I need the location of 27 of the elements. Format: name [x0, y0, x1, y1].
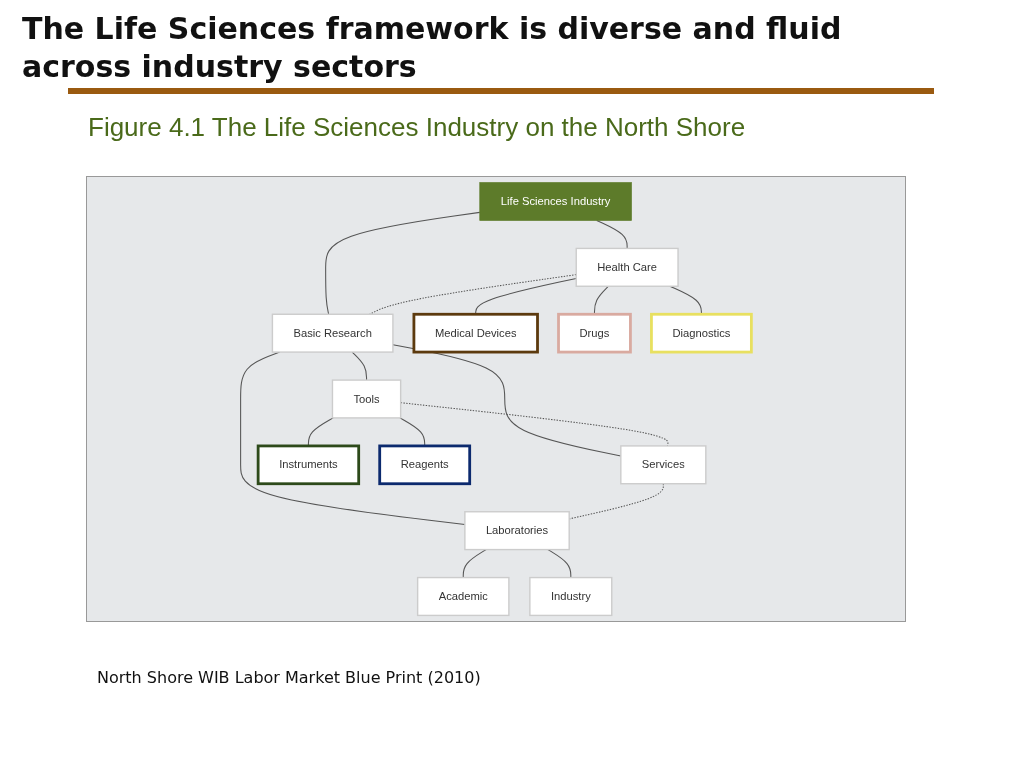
- node-box: [331, 379, 402, 419]
- node-box: [529, 576, 613, 617]
- figure-heading: Figure 4.1 The Life Sciences Industry on the North Shore: [88, 112, 746, 143]
- connector: [369, 274, 577, 315]
- node-box: [416, 576, 510, 617]
- source-caption: North Shore WIB Labor Market Blue Print (2010): [97, 668, 481, 687]
- connector: [593, 285, 609, 315]
- connector: [475, 277, 577, 315]
- connector: [669, 285, 702, 315]
- node-box: [620, 445, 707, 485]
- connector: [462, 549, 487, 579]
- connector: [547, 549, 572, 579]
- node-box: [271, 313, 394, 353]
- node-box: [575, 247, 679, 287]
- node-box: [479, 182, 632, 221]
- node-box: [557, 312, 632, 354]
- connector: [325, 211, 481, 315]
- connector: [400, 402, 669, 447]
- node-box: [650, 312, 753, 354]
- connector: [596, 219, 628, 249]
- slide-title: The Life Sciences framework is diverse and fluid across industry sectors: [22, 10, 843, 85]
- figure-panel: Life Sciences Industry Health Care Basic Research Medical Devices Drugs Diagnostics Tools Services Laboratories Instruments Reagents Academic Industry: [86, 176, 906, 622]
- node-box: [256, 444, 361, 486]
- node-box: [378, 444, 472, 486]
- connector: [351, 351, 368, 381]
- node-box: [412, 312, 539, 354]
- node-box: [464, 511, 570, 551]
